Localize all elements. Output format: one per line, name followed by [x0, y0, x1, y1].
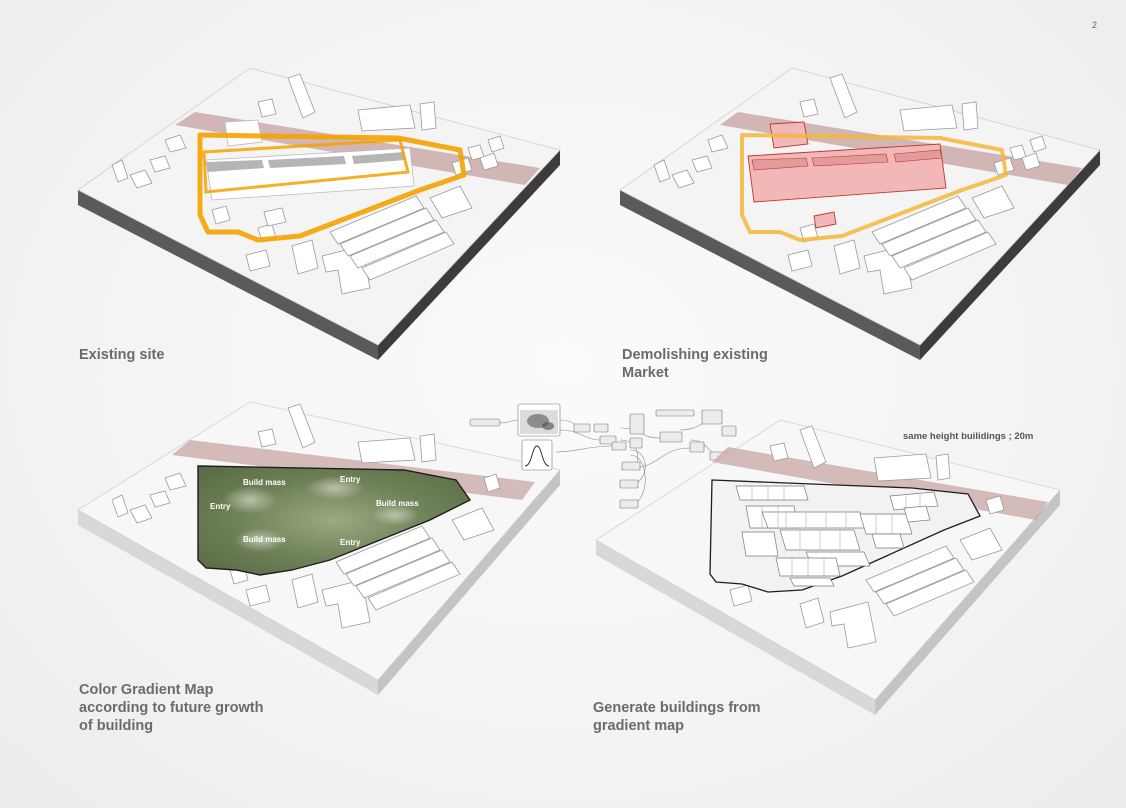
caption-demolishing-market: Demolishing existing Market — [622, 347, 768, 381]
demolished-market — [747, 121, 947, 229]
zone-label-build-mass-2: Build mass — [376, 499, 419, 508]
graph-mapper-curve — [524, 445, 550, 467]
surrounding-buildings — [653, 73, 1047, 295]
demolish-site-model — [619, 67, 1101, 360]
surrounding-buildings — [111, 73, 505, 295]
generated-building-blocks — [735, 485, 939, 587]
model-base-left-side — [78, 190, 378, 360]
caption-color-gradient-map: Color Gradient Map according to future g… — [79, 682, 264, 734]
model-base-right-side — [920, 150, 1100, 360]
site-boundary — [740, 133, 1008, 242]
existing-site-model — [77, 67, 561, 360]
site-boundary — [197, 132, 467, 243]
model-top-surface — [619, 67, 1101, 346]
model-base-left-side — [78, 510, 378, 695]
page-number: 2 — [1092, 20, 1098, 30]
caption-generate-buildings: Generate buildings from gradient map — [593, 700, 761, 734]
zone-label-build-mass-1: Build mass — [243, 478, 286, 487]
road — [175, 112, 540, 185]
model-base-right-side — [378, 470, 560, 695]
generated-site-model — [595, 419, 1061, 715]
model-base-left-side — [620, 190, 920, 360]
zone-label-entry-3: Entry — [340, 538, 361, 547]
model-base-right-side — [875, 490, 1060, 715]
caption-existing-site: Existing site — [79, 347, 165, 363]
zone-label-entry-2: Entry — [210, 502, 231, 511]
image-sampler-preview — [520, 410, 558, 434]
surrounding-buildings — [111, 403, 501, 629]
zone-label-build-mass-3: Build mass — [243, 535, 286, 544]
grasshopper-definition — [469, 403, 737, 509]
model-base-left-side — [596, 540, 875, 715]
zone-label-entry-1: Entry — [340, 475, 361, 484]
surrounding-buildings — [729, 425, 1005, 649]
model-top-surface — [77, 67, 561, 346]
gradient-site-model: Build mass Entry Build mass Entry Build … — [77, 401, 561, 695]
note-building-height: same height builidings ; 20m — [903, 431, 1034, 442]
model-base-right-side — [378, 150, 560, 360]
